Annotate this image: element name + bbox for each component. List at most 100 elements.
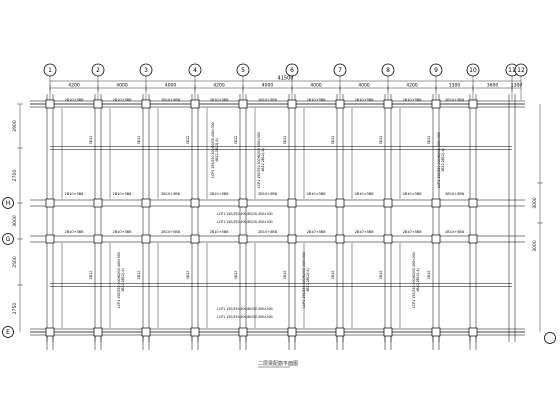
beam-label: 2B10+5B8 — [403, 192, 422, 196]
grid-label-E: E — [6, 329, 10, 336]
column — [335, 99, 345, 109]
slab-note: LCP1 150/250 400/60/30 400×300 — [302, 252, 306, 307]
beam-label: 2B10+5B8 — [210, 192, 229, 196]
grid-label-6: 6 — [290, 67, 294, 74]
beam-label: 2B10+5B8 — [403, 98, 422, 102]
dimension-value: 4200 — [68, 83, 80, 89]
beam-label: 2B10+5B8 — [445, 98, 464, 102]
grid-bubble — [91, 63, 105, 77]
column — [287, 234, 297, 244]
dimension-value: 3300 — [449, 83, 461, 89]
side-bar-label: 3B12 — [186, 135, 190, 144]
dimension-value: 4000 — [310, 83, 322, 89]
overall-dimension: 41500 — [278, 76, 294, 82]
grid-bubble — [333, 63, 347, 77]
side-bar-label: 3B12 — [379, 135, 383, 144]
grid-label-7: 7 — [338, 67, 342, 74]
beam-label: 2B10+5B8 — [113, 98, 132, 102]
side-bar-label: 3B12 — [331, 135, 335, 144]
column — [468, 327, 478, 337]
grid-bubble — [429, 63, 443, 77]
grid-label-10: 10 — [469, 67, 477, 74]
grid-label-5: 5 — [241, 67, 245, 74]
column — [141, 327, 151, 337]
dimension-value: 4000 — [358, 83, 370, 89]
dimension-value: 4200 — [406, 83, 418, 89]
beam-note: 4B12,2B12(-4) — [306, 268, 310, 291]
column — [287, 327, 297, 337]
grid-bubble — [236, 63, 250, 77]
side-bar-label: 3B12 — [427, 270, 431, 279]
side-bar-label: 3B12 — [234, 270, 238, 279]
beam-label: 2B10+5B8 — [307, 230, 326, 234]
side-bar-label: 3B12 — [186, 270, 190, 279]
slab-note: LCP1 150/250 400/60/30 400×300 — [117, 252, 121, 307]
column — [45, 234, 55, 244]
dimension-value: 2500 — [12, 256, 18, 268]
dimension-value: 3000 — [532, 240, 538, 252]
column — [431, 327, 441, 337]
beam-label: 2B10+5B8 — [403, 230, 422, 234]
grid-bubble — [466, 63, 480, 77]
drawing-caption: 二层梁配筋平面图 — [258, 361, 299, 367]
side-bar-label: 3B12 — [331, 270, 335, 279]
column — [431, 198, 441, 208]
slab-note-horizontal: LCP1 150/250 400/60/30 400×300 — [217, 220, 272, 224]
grid-bubble — [188, 63, 202, 77]
column — [468, 198, 478, 208]
beam-label: 2B10+5B8 — [307, 192, 326, 196]
column — [93, 234, 103, 244]
beam-label: 2B10+5B8 — [161, 98, 180, 102]
beam-label: 2B10+5B8 — [210, 230, 229, 234]
column — [190, 198, 200, 208]
beam-label: 2B10+5B8 — [258, 98, 277, 102]
grid-bubble — [544, 332, 556, 344]
column — [335, 234, 345, 244]
beam-note: 4B12,2B12(-4) — [121, 268, 125, 291]
beam-label: 2B10+5B8 — [65, 192, 84, 196]
grid-label-2: 2 — [96, 67, 100, 74]
dimension-value: 3000 — [532, 197, 538, 209]
grid-bubble — [2, 326, 14, 338]
grid-bubble — [43, 63, 57, 77]
dimension-value: 4200 — [213, 83, 225, 89]
beam-note: 4B12,2B12(-4) — [215, 138, 219, 161]
column — [190, 327, 200, 337]
column — [141, 198, 151, 208]
grid-label-8: 8 — [386, 67, 390, 74]
side-bar-label: 3B12 — [283, 135, 287, 144]
slab-note: LCP1 150/250 400/60/30 400×300 — [257, 132, 261, 187]
beam-note: 4B12,2B12(-4) — [441, 148, 445, 171]
grid-label-H: H — [6, 200, 11, 207]
slab-note-horizontal: LCP1 150/250 400/60/30 400×300 — [217, 212, 272, 216]
beam-note: 4B12,2B12(-4) — [261, 148, 265, 171]
column — [190, 234, 200, 244]
column — [383, 327, 393, 337]
side-bar-label: 3B12 — [89, 135, 93, 144]
beam-label: 2B10+5B8 — [445, 230, 464, 234]
column — [93, 99, 103, 109]
grid-bubble — [2, 233, 14, 245]
slab-note-horizontal: LCP1 150/250 400/60/30 400×300 — [217, 307, 272, 311]
side-bar-label: 3B12 — [379, 270, 383, 279]
column — [93, 198, 103, 208]
beam-label: 2B10+5B8 — [258, 192, 277, 196]
column — [190, 99, 200, 109]
side-bar-label: 3B12 — [283, 270, 287, 279]
beam-label: 2B10+5B8 — [65, 230, 84, 234]
grid-label-12: 12 — [517, 67, 525, 74]
beam-label: 2B10+5B8 — [445, 192, 464, 196]
column — [431, 234, 441, 244]
column — [335, 198, 345, 208]
side-bar-label: 3B12 — [427, 135, 431, 144]
column — [468, 234, 478, 244]
column — [45, 327, 55, 337]
slab-note: LCP1 150/250 400/60/30 400×300 — [412, 252, 416, 307]
beam-label: 2B10+5B8 — [210, 98, 229, 102]
grid-label-11: 11 — [508, 67, 516, 74]
slab-note-horizontal: LCP1 150/250 400/60/30 400×300 — [217, 315, 272, 319]
beam-note: 4B12,2B12(-4) — [416, 268, 420, 291]
dimension-value: 2750 — [12, 303, 18, 315]
